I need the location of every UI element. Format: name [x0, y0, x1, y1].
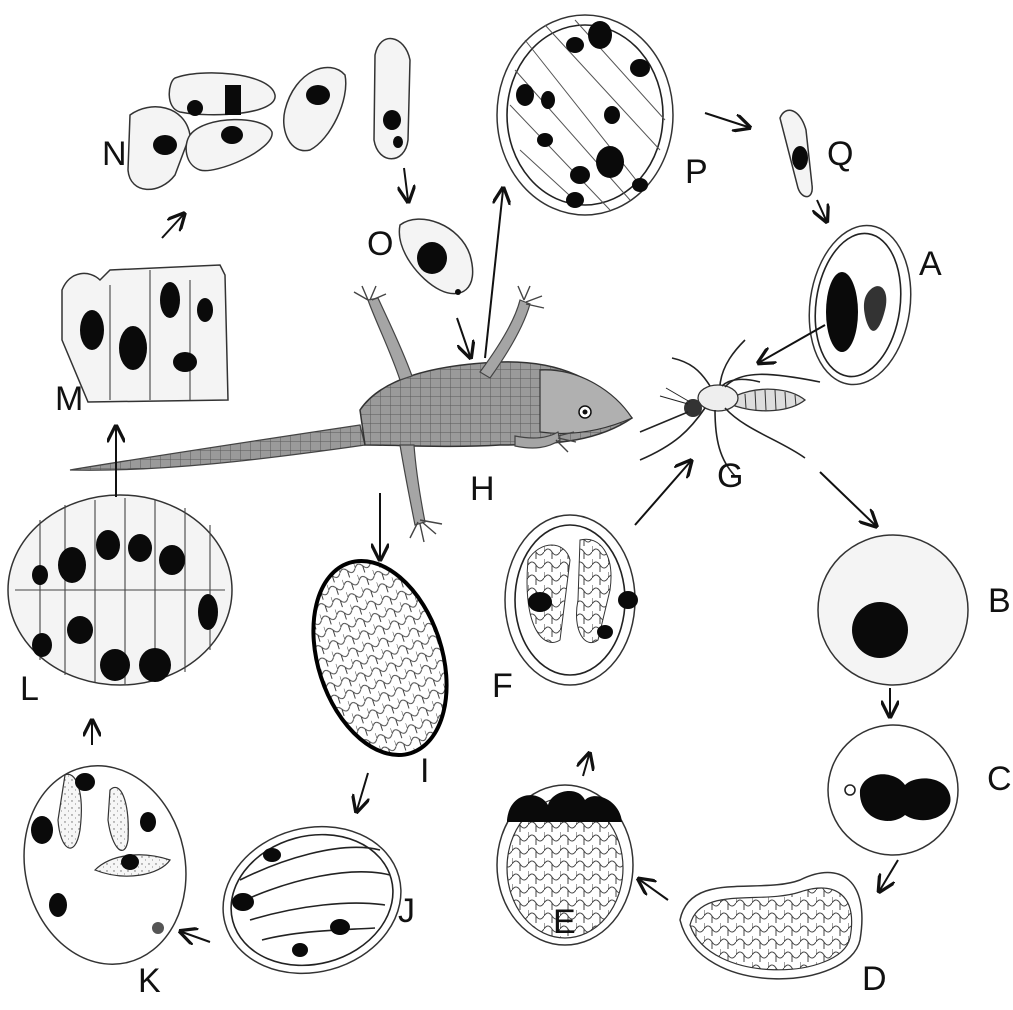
stage-p-cell [497, 15, 673, 215]
cycle-arrows [92, 113, 898, 942]
stage-d-cell [680, 873, 862, 979]
label-m: M [55, 380, 83, 418]
label-j: J [398, 892, 415, 930]
stage-k-cell [6, 751, 204, 980]
stage-m-cells [62, 265, 228, 402]
arrow-d-e [640, 880, 668, 900]
arrow-h-p [485, 190, 503, 358]
label-b: B [988, 582, 1011, 620]
stage-b-cell [818, 535, 968, 685]
stage-c-cell [828, 725, 958, 855]
label-i: I [420, 752, 429, 790]
arrow-i-j [357, 773, 368, 810]
label-f: F [492, 667, 513, 705]
stage-n-cells [128, 68, 346, 190]
mosquito-illustration [640, 340, 820, 476]
arrow-g-b [820, 472, 875, 525]
arrow-c-d [880, 860, 898, 890]
stage-q-cell [780, 110, 812, 196]
label-g: G [717, 457, 743, 495]
label-c: C [987, 760, 1012, 798]
label-q: Q [827, 135, 853, 173]
label-p: P [685, 153, 708, 191]
label-o: O [367, 225, 393, 263]
stage-f-cell [505, 515, 638, 685]
label-l: L [20, 670, 39, 708]
stage-i-oocyst [290, 544, 470, 773]
label-n: N [102, 135, 127, 173]
arrow-e-f [583, 755, 589, 776]
stage-l-cell [8, 495, 232, 685]
stage-a-oocyst [799, 219, 920, 391]
label-k: K [138, 962, 161, 1000]
label-d: D [862, 960, 887, 998]
arrow-p-q [705, 113, 748, 127]
arrow-o-o [404, 168, 408, 200]
label-a: A [919, 245, 942, 283]
label-e: E [553, 903, 576, 941]
arrow-q-a [817, 200, 826, 220]
arrow-m-n [162, 215, 183, 238]
arrow-j-k [182, 932, 210, 942]
stage-j-cell [206, 807, 417, 993]
arrow-f-g [635, 462, 690, 525]
label-h: H [470, 470, 495, 508]
arrow-o-h [457, 318, 470, 356]
